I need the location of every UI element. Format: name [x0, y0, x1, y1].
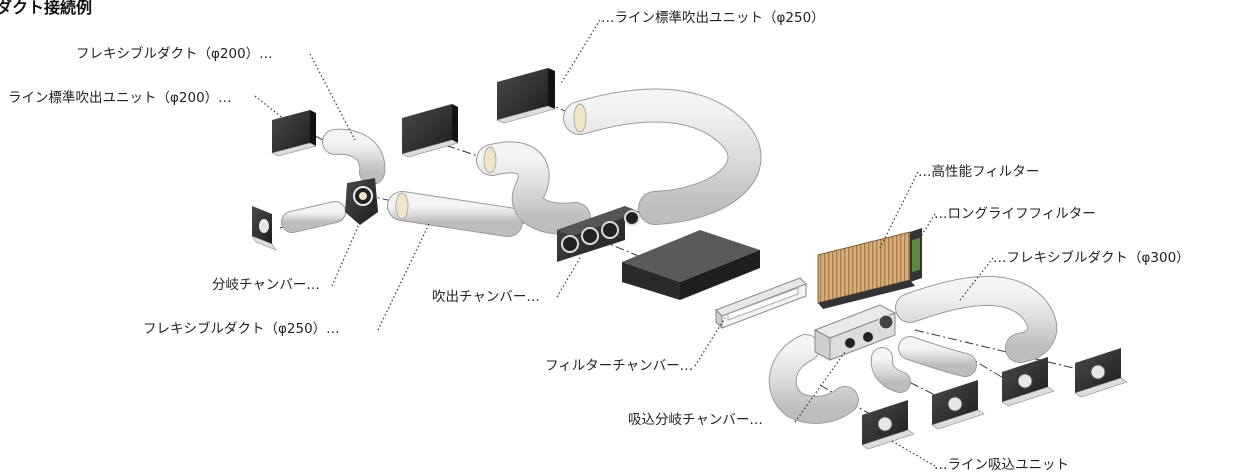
leader-lines — [254, 19, 994, 467]
label-filter-chamber: フィルターチャンバー… — [545, 358, 694, 374]
label-long-life-filter: …ロングライフフィルター — [934, 206, 1096, 222]
line-outlet-unit-250 — [496, 68, 556, 124]
main-unit — [622, 230, 760, 300]
flex-duct-250-long — [563, 88, 762, 225]
label-line-outlet-250: …ライン標準吹出ユニット（φ250） — [601, 10, 825, 26]
page-title: ダクト接続例 — [0, 0, 93, 17]
line-outlet-unit-200-b — [401, 104, 459, 158]
label-flex-duct-250: フレキシブルダクト（φ250）… — [143, 321, 340, 337]
label-intake-branch-chamber: 吸込分岐チャンバー… — [628, 412, 763, 428]
flex-duct-250-straight — [387, 191, 523, 237]
line-outlet-unit-small — [251, 206, 277, 251]
line-outlet-unit-200-a — [271, 110, 317, 157]
label-high-perf-filter: …高性能フィルター — [918, 164, 1040, 180]
line-intake-unit-3 — [1001, 357, 1055, 407]
flex-duct-intake-a — [768, 334, 859, 424]
label-flex-duct-200: フレキシブルダクト（φ200）… — [76, 46, 273, 62]
label-outlet-chamber: 吹出チャンバー… — [432, 289, 540, 305]
filter-chamber — [715, 277, 807, 330]
line-intake-unit-2 — [931, 380, 985, 430]
label-flex-duct-300: …フレキシブルダクト（φ300） — [993, 250, 1190, 266]
flex-duct-250-bend — [476, 141, 591, 235]
long-life-filter — [910, 228, 922, 282]
label-branch-chamber: 分岐チャンバー… — [212, 277, 320, 293]
line-intake-unit-4 — [1074, 348, 1128, 398]
outlet-chamber — [557, 206, 640, 262]
line-intake-unit-1 — [861, 400, 915, 450]
label-line-outlet-200: ライン標準吹出ユニット（φ200）… — [8, 90, 232, 106]
label-line-intake-unit: …ライン吸込ユニット — [934, 457, 1069, 473]
flex-duct-300 — [895, 276, 1058, 363]
flex-duct-intake-b — [870, 347, 911, 393]
intake-branch-chamber — [813, 304, 897, 361]
branch-chamber — [345, 178, 378, 225]
flex-duct-intake-c — [898, 336, 977, 377]
flex-duct-200 — [322, 128, 386, 185]
flex-duct-small — [281, 201, 346, 233]
